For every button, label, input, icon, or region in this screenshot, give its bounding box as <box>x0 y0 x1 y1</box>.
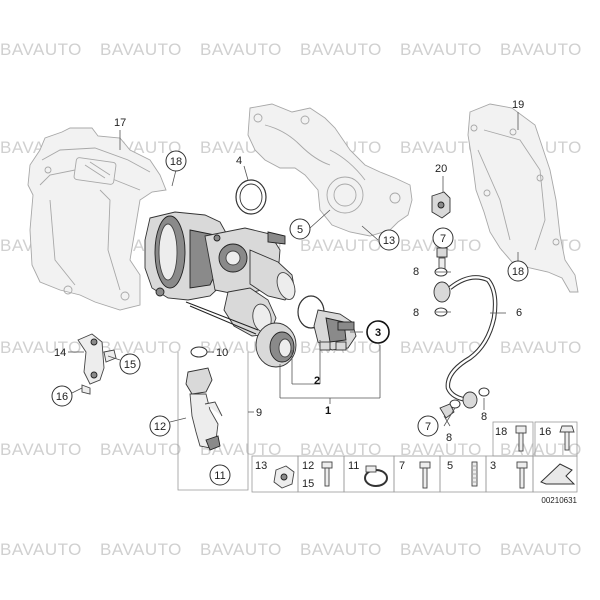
heat-shield-part <box>27 127 167 311</box>
turbocharger-part <box>144 211 297 368</box>
watermark-text: BAVAUTO <box>300 40 382 59</box>
callout-15: 15 <box>124 359 136 371</box>
table-15: 15 <box>302 478 314 490</box>
bolt-12-icon <box>321 461 333 487</box>
callout-16: 16 <box>56 391 68 403</box>
watermark-text: BAVAUTO <box>100 338 182 357</box>
turbo-heat-shield-part <box>467 103 579 293</box>
callout-9: 9 <box>256 407 262 419</box>
watermark-text: BAVAUTO <box>0 540 82 559</box>
watermark-text: BAVAUTO <box>500 540 582 559</box>
watermark-text: BAVAUTO <box>400 138 482 157</box>
watermark-text: BAVAUTO <box>300 440 382 459</box>
callout-7-bottom: 7 <box>425 421 431 433</box>
callout-5-circle <box>289 218 311 240</box>
watermark-text: BAVAUTO <box>300 236 382 255</box>
watermark-text: BAVAUTO <box>0 440 82 459</box>
callout-14: 14 <box>54 347 66 359</box>
table-12: 12 <box>302 460 314 472</box>
parts-table: 18 16 13 12 15 11 7 5 3 <box>251 421 578 505</box>
table-top-16: 16 <box>539 426 551 438</box>
exhaust-manifold-part <box>247 103 413 237</box>
callout-19: 19 <box>512 99 524 111</box>
callout-2: 2 <box>314 375 320 387</box>
watermark-text: BAVAUTO <box>400 338 482 357</box>
callout-17: 17 <box>114 117 126 129</box>
gasket-ring-part <box>235 179 267 215</box>
watermark-text: BAVAUTO <box>500 338 582 357</box>
callout-8-lower-right: 8 <box>481 411 487 423</box>
callout-18-circle <box>165 150 187 172</box>
callout-18-top: 18 <box>170 156 182 168</box>
callout-13: 13 <box>383 235 395 247</box>
callout-13-circle <box>378 229 400 251</box>
callouts: 17 18 4 5 13 19 20 7 8 8 18 6 3 2 1 14 1… <box>51 99 529 486</box>
oil-feed-line-part <box>431 191 498 419</box>
callout-18-right-circle <box>507 260 529 282</box>
callout-7-top: 7 <box>440 233 446 245</box>
callout-12: 12 <box>154 421 166 433</box>
watermark-text: BAVAUTO <box>200 440 282 459</box>
callout-18-right: 18 <box>512 266 524 278</box>
hose-clamp-11-icon <box>364 465 388 487</box>
callout-5: 5 <box>297 224 303 236</box>
callout-12-circle <box>149 415 171 437</box>
recirculation-valve-part <box>297 295 357 351</box>
diagram-reference-number: 00210631 <box>541 496 577 505</box>
callout-4: 4 <box>236 155 242 167</box>
callout-1: 1 <box>325 405 331 417</box>
table-13: 13 <box>255 460 267 472</box>
callout-15-circle <box>119 353 141 375</box>
table-7: 7 <box>399 460 405 472</box>
table-3: 3 <box>490 460 496 472</box>
callout-11: 11 <box>214 470 225 482</box>
table-11: 11 <box>348 460 359 472</box>
leader-lines <box>68 112 519 491</box>
nut-13-icon <box>273 465 295 489</box>
oil-return-pipe-part <box>185 346 223 451</box>
bolt-16-icon <box>559 425 575 451</box>
callout-16-circle <box>51 385 73 407</box>
watermark-text: BAVAUTO <box>0 338 82 357</box>
bolt-3-icon <box>516 461 528 489</box>
watermark-text: BAVAUTO <box>400 540 482 559</box>
callout-10: 10 <box>216 347 228 359</box>
watermark-text: BAVAUTO <box>100 540 182 559</box>
callout-8-middle: 8 <box>413 307 419 319</box>
callout-7-top-circle <box>432 227 454 249</box>
callout-8-upper: 8 <box>413 266 419 278</box>
watermark-text: BAVAUTO <box>400 440 482 459</box>
stud-5-icon <box>471 461 478 487</box>
watermark-text: BAVAUTO <box>500 40 582 59</box>
watermark-text: BAVAUTO <box>200 40 282 59</box>
watermark-text: BAVAUTO <box>0 40 82 59</box>
table-5: 5 <box>447 460 453 472</box>
watermark-text: BAVAUTO <box>300 540 382 559</box>
support-bracket-part <box>77 333 117 395</box>
watermark-text: BAVAUTO <box>400 40 482 59</box>
table-top-18: 18 <box>495 426 507 438</box>
watermark-text: BAVAUTO <box>100 440 182 459</box>
arrow-icon <box>540 463 576 485</box>
watermark-text: BAVAUTO <box>200 540 282 559</box>
callout-7-bottom-circle <box>417 415 439 437</box>
callout-3-circle <box>366 320 390 344</box>
callout-6: 6 <box>516 307 522 319</box>
watermark-text: BAVAUTO <box>100 40 182 59</box>
callout-11-circle <box>209 464 231 486</box>
callout-3: 3 <box>375 327 381 339</box>
bolt-18-icon <box>515 425 527 452</box>
callout-8-lower-left: 8 <box>446 432 452 444</box>
bolt-7-icon <box>419 461 431 489</box>
callout-20: 20 <box>435 163 447 175</box>
